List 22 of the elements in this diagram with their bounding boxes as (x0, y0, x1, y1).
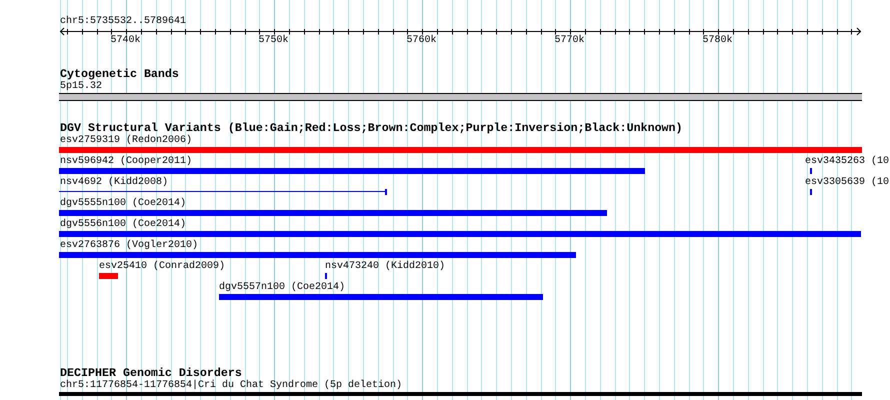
tick-label: 5770k (554, 36, 585, 46)
tick-label: 5750k (258, 36, 289, 46)
variant-label: esv2759319 (Redon2006) (60, 136, 192, 146)
band-label: 5p15.32 (60, 82, 102, 92)
variant-label: nsv596942 (Cooper2011) (60, 156, 192, 167)
tick-label: 5740k (110, 36, 141, 46)
variant-label: esv2763876 (Vogler2010) (60, 240, 198, 251)
variant-label: esv3305639 (10 (805, 178, 890, 188)
variant-label: esv25410 (Conrad2009) (99, 262, 226, 272)
variant-label: nsv473240 (Kidd2010) (325, 262, 446, 272)
position-range-label: chr5:5735532..5789641 (60, 17, 186, 28)
track-title: Cytogenetic Bands (60, 68, 179, 80)
track-title: DECIPHER Genomic Disorders (60, 367, 242, 380)
disorder-label: chr5:11776854-11776854|Cri du Chat Syndrome (5p deletion) (60, 381, 402, 392)
variant-label: esv3435263 (10 (805, 156, 890, 167)
track-title: DGV Structural Variants (Blue:Gain;Red:Loss;Brown:Complex;Purple:Inversion;Black:Unknown) (60, 122, 683, 134)
variant-label: dgv5557n100 (Coe2014) (219, 282, 346, 293)
variant-label: dgv5556n100 (Coe2014) (60, 220, 186, 230)
variant-label: nsv4692 (Kidd2008) (60, 178, 168, 188)
tick-label: 5780k (702, 36, 733, 46)
variant-label: dgv5555n100 (Coe2014) (60, 198, 186, 209)
tick-label: 5760k (406, 36, 437, 46)
